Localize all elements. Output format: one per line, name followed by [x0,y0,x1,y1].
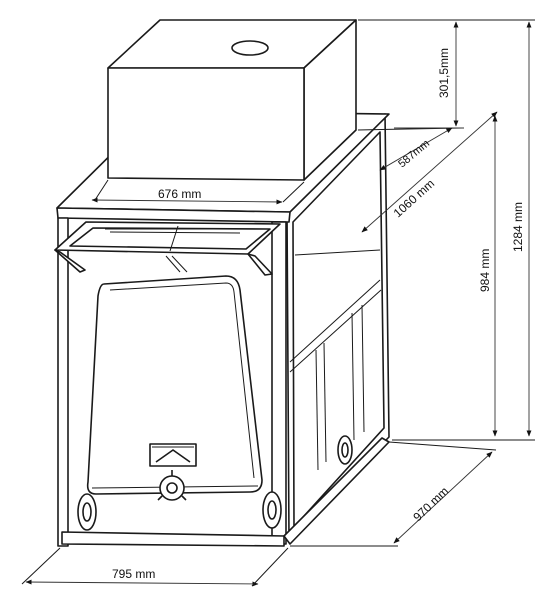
top-slab-front [56,207,291,223]
bin-body [77,275,353,531]
dim-cabinet-height: 984 mm [478,249,492,292]
right-bracket [247,253,273,276]
lid-front-face [107,67,305,181]
bottom-front-rail [61,531,285,547]
dimension-lines [21,19,535,587]
dim-total-height: 1284 mm [511,202,525,252]
lid-box [107,19,357,181]
dim-diagonal: 1060 mm [391,176,438,220]
left-bracket [54,249,86,273]
label-plate [149,443,197,467]
dim-width: 795 mm [112,567,155,581]
rear-wheel-icon [337,435,353,465]
dim-lid-height: 301,5mm [437,48,451,98]
dim-depth: 970 mm [410,484,451,524]
bin-outline [86,275,263,495]
front-left-wheel-icon [77,493,97,531]
front-right-wheel-icon [262,491,282,529]
lid-opening [231,40,269,56]
rail-frame [54,221,281,276]
front-left-post [57,217,69,547]
dim-lid-depth: 587mm [396,138,432,171]
dim-lid-width: 676 mm [158,187,201,201]
